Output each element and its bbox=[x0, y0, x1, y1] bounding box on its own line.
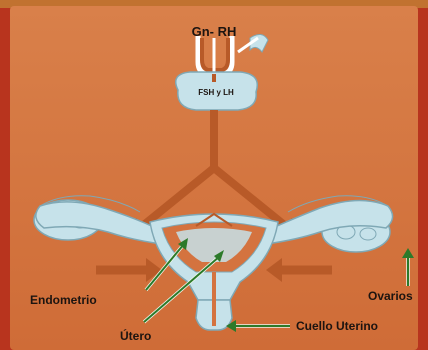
label-fsh-lh: FSH y LH bbox=[198, 88, 234, 97]
label-gnrh: Gn- RH bbox=[192, 24, 237, 39]
label-uterus: Útero bbox=[120, 328, 151, 343]
label-ovaries: Ovarios bbox=[368, 289, 413, 303]
label-cervix: Cuello Uterino bbox=[296, 319, 378, 333]
label-endometrium: Endometrio bbox=[30, 293, 97, 307]
